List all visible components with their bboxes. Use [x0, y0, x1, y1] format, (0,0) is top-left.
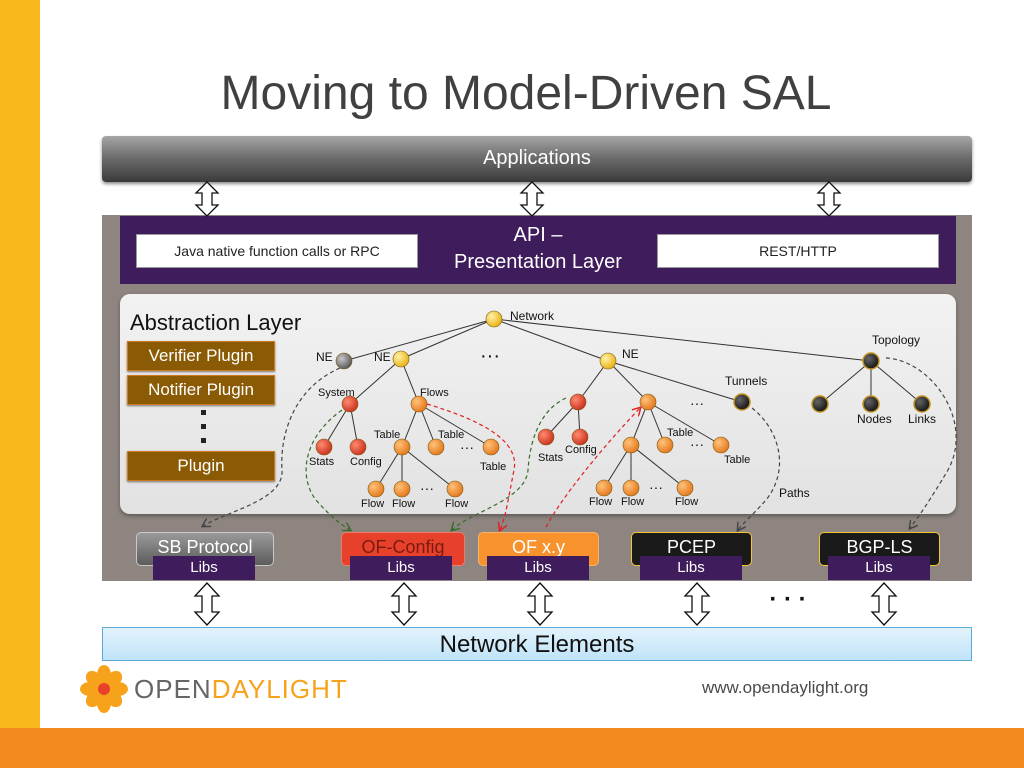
- slide-title: Moving to Model-Driven SAL: [220, 67, 832, 120]
- bottom-accent-bar: [0, 728, 1024, 768]
- verifier-plugin: Verifier Plugin: [127, 341, 275, 371]
- libs-of-xy: Libs: [487, 556, 589, 580]
- api-label: API – Presentation Layer: [418, 222, 658, 276]
- more-protocols-ellipsis: · · ·: [769, 586, 806, 613]
- sb-protocol-label: SB Protocol: [157, 537, 253, 557]
- opendaylight-logo-text: OPENDAYLIGHT: [134, 674, 348, 705]
- notifier-plugin: Notifier Plugin: [127, 375, 275, 405]
- libs-pcep: Libs: [640, 556, 742, 580]
- pcep-label: PCEP: [666, 537, 717, 557]
- java-rpc-box: Java native function calls or RPC: [136, 234, 418, 268]
- double-arrow-icon: [193, 582, 898, 626]
- abstraction-layer-title: Abstraction Layer: [130, 310, 302, 335]
- plugin-box: Plugin: [127, 451, 275, 481]
- bgp-ls-label: BGP-LS: [846, 537, 913, 557]
- libs-of-config: Libs: [350, 556, 452, 580]
- logo-daylight: DAYLIGHT: [211, 674, 348, 704]
- of-xy-label: OF x.y: [512, 537, 565, 557]
- double-arrow-icon: [194, 181, 842, 217]
- rest-http-box: REST/HTTP: [657, 234, 939, 268]
- logo-open: OPEN: [134, 674, 212, 704]
- api-label-line2: Presentation Layer: [454, 251, 622, 273]
- website-url: www.opendaylight.org: [702, 678, 869, 697]
- api-label-line1: API –: [513, 224, 563, 246]
- libs-bgp-ls: Libs: [828, 556, 930, 580]
- libs-sb: Libs: [153, 556, 255, 580]
- opendaylight-logo-icon: [80, 665, 128, 713]
- left-accent-bar: [0, 0, 40, 728]
- network-elements-bar: Network Elements: [102, 627, 972, 661]
- of-config-label: OF-Config: [361, 537, 445, 557]
- applications-bar: Applications: [102, 136, 972, 182]
